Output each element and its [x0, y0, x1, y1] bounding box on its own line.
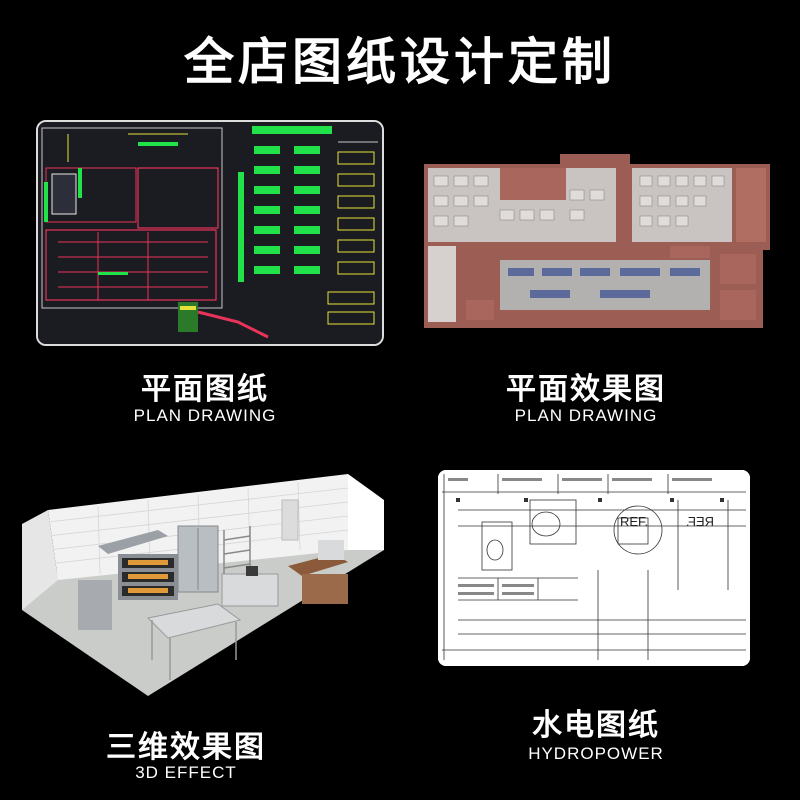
caption-hydropower-cn: 水电图纸	[532, 708, 660, 743]
caption-plan-drawing-cn: 平面图纸	[141, 372, 269, 407]
caption-3d-effect-en: 3D EFFECT	[135, 763, 237, 782]
ref-label-right: REF.	[686, 514, 714, 529]
page-title: 全店图纸设计定制	[184, 33, 616, 91]
caption-plan-rendering-en: PLAN DRAWING	[514, 406, 658, 425]
floor-plan-rendering-image	[420, 150, 775, 330]
caption-3d-effect-cn: 三维效果图	[106, 730, 266, 765]
caption-plan-drawing-en: PLAN DRAWING	[133, 406, 277, 425]
cad-floor-plan-image	[36, 120, 384, 346]
caption-hydropower-en: HYDROPOWER	[528, 744, 664, 763]
ref-label-left: REF.	[620, 514, 648, 529]
3d-kitchen-rendering-image	[18, 470, 390, 700]
caption-plan-rendering-cn: 平面效果图	[506, 372, 666, 407]
hydropower-drawing-image: REF. REF.	[438, 470, 750, 666]
